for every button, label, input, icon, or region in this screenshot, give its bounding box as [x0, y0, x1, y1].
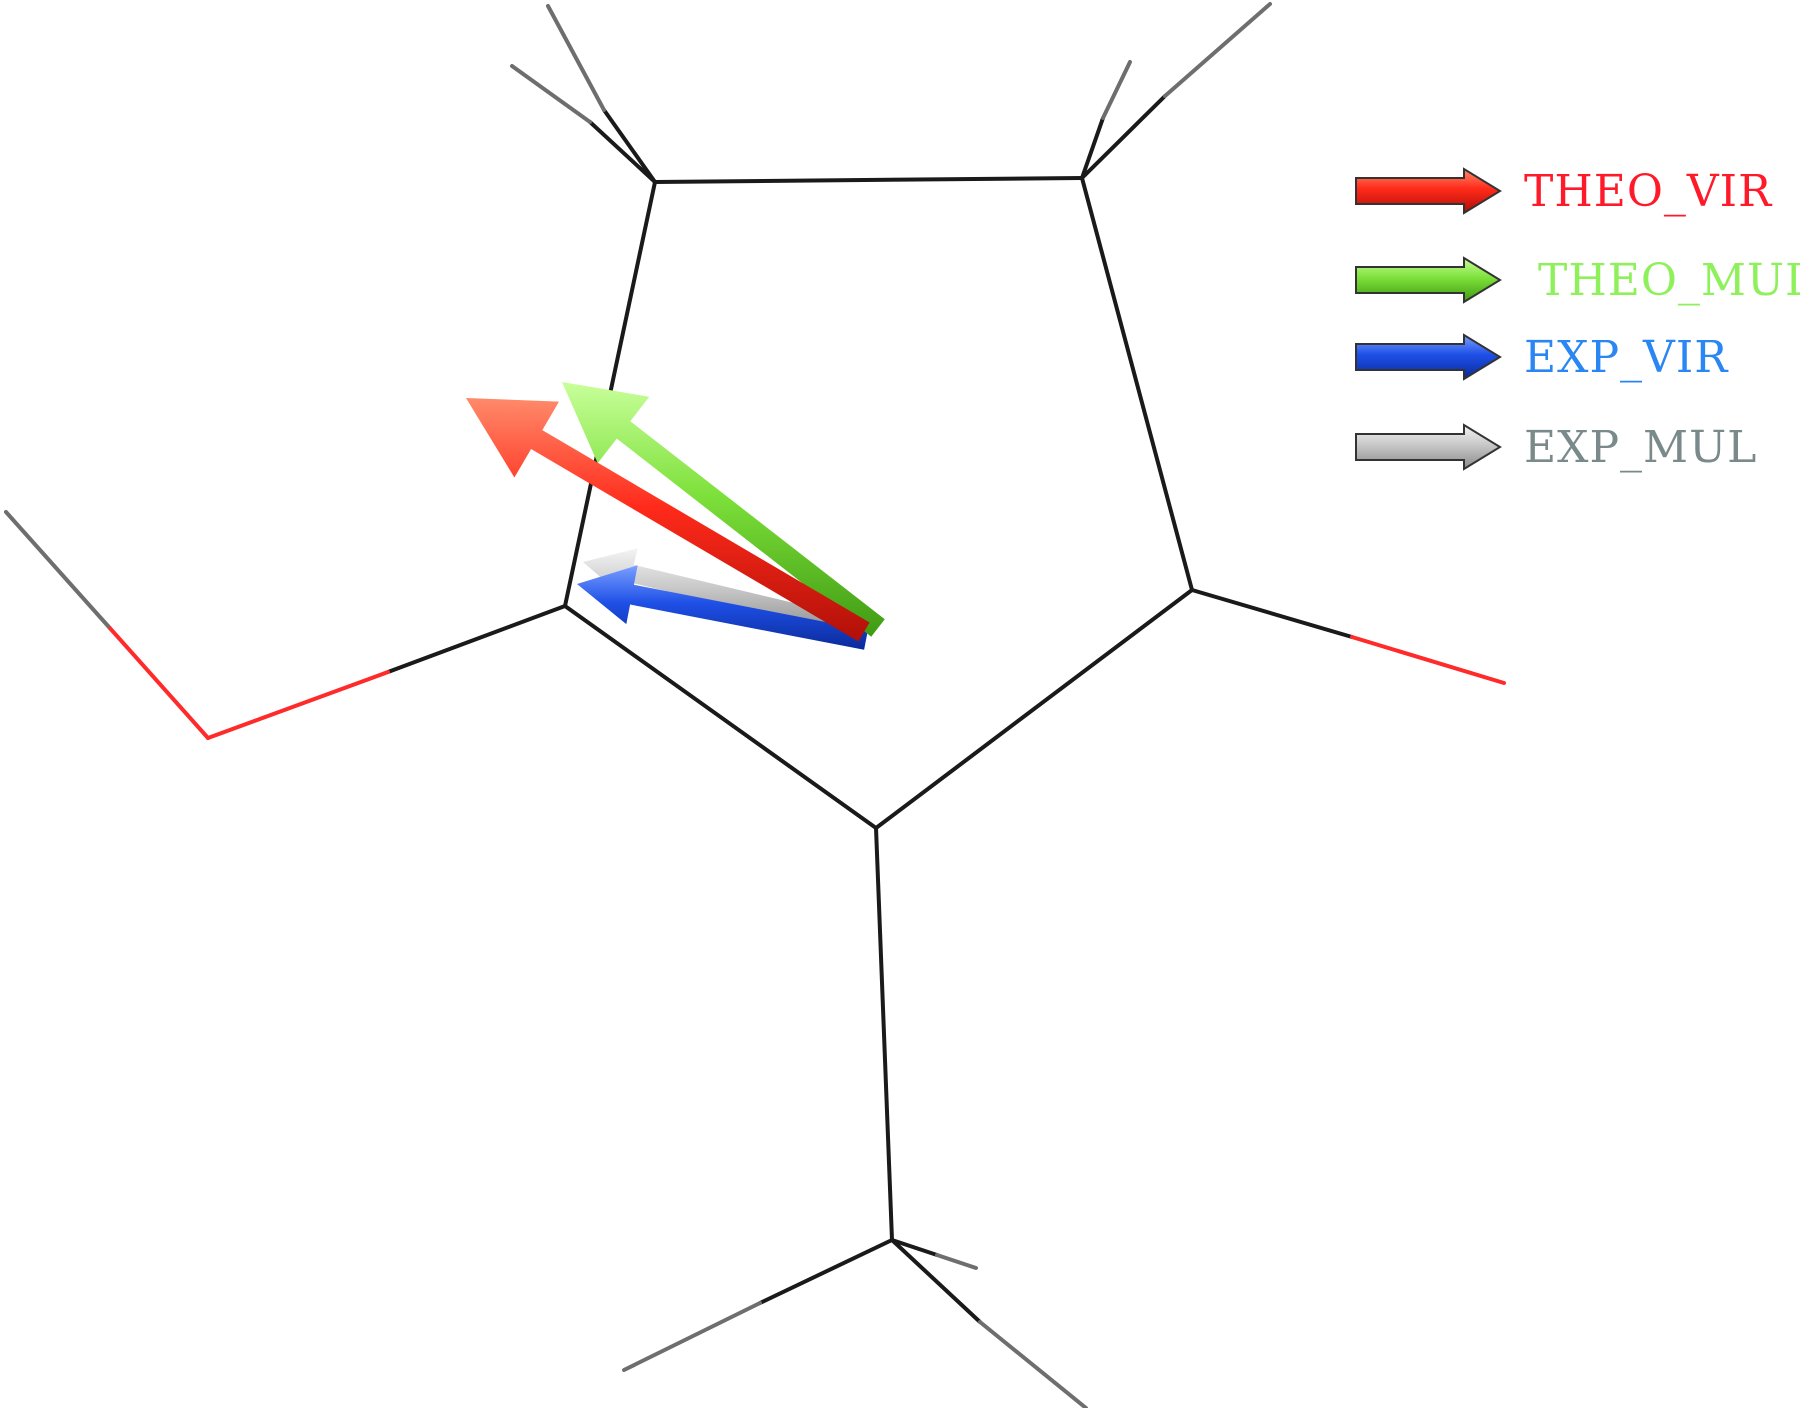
left-methoxy	[4, 510, 567, 740]
ch-bond	[4, 510, 110, 628]
legend: THEO_VIR THEO_MUL EXP_VIR EXP_MUL	[1355, 166, 1800, 473]
dipole-arrow-theo-vir	[466, 398, 870, 642]
right-hydroxyl	[1190, 588, 1506, 685]
legend-arrow-icon	[1355, 333, 1502, 381]
ch-bond	[602, 108, 657, 184]
legend-arrow-icon	[1355, 167, 1502, 215]
dipole-arrow-exp-mul	[583, 548, 863, 637]
legend-label: THEO_MUL	[1538, 255, 1800, 306]
legend-item-theo-vir: THEO_VIR	[1355, 166, 1773, 217]
legend-label: EXP_MUL	[1524, 422, 1757, 473]
ch-bond	[935, 1253, 978, 1270]
legend-item-theo-mul: THEO_MUL	[1355, 255, 1800, 306]
ch-bond	[1163, 2, 1272, 98]
ch-bond	[890, 1238, 982, 1324]
ch-bond	[978, 1320, 1088, 1408]
co-bond	[1190, 588, 1354, 639]
ch-bond	[890, 1238, 939, 1257]
ch-bond	[546, 4, 606, 112]
co-bond	[1350, 635, 1506, 685]
ch-bond	[758, 1238, 894, 1305]
oc-bond	[106, 624, 210, 740]
cc-bond	[874, 826, 894, 1242]
ring-bond	[653, 176, 1084, 184]
co-bond	[386, 604, 567, 674]
ring-bond	[874, 588, 1194, 830]
ch-bond	[1080, 116, 1105, 180]
legend-arrow-icon	[1355, 256, 1502, 304]
ch-bond	[622, 1301, 762, 1372]
dipole-arrow-exp-vir	[577, 565, 868, 650]
legend-label: EXP_VIR	[1524, 332, 1729, 383]
co-bond	[206, 670, 390, 740]
legend-label: THEO_VIR	[1524, 166, 1773, 217]
ch-bond	[588, 120, 657, 184]
dipole-arrow-theo-mul	[562, 382, 885, 637]
upper-left-hydrogens	[510, 4, 657, 184]
molecule-skeleton	[4, 2, 1506, 1408]
ring-bond	[1080, 176, 1194, 592]
legend-item-exp-mul: EXP_MUL	[1355, 422, 1757, 473]
ch-bond	[510, 64, 592, 124]
bottom-methyl	[622, 826, 1088, 1408]
dipole-vectors	[466, 382, 885, 650]
ring-bond	[563, 604, 878, 830]
upper-right-hydrogens	[1080, 2, 1272, 180]
ch-bond	[1101, 60, 1132, 120]
legend-item-exp-vir: EXP_VIR	[1355, 332, 1729, 383]
ch-bond	[1080, 94, 1167, 180]
legend-arrow-icon	[1355, 423, 1502, 471]
